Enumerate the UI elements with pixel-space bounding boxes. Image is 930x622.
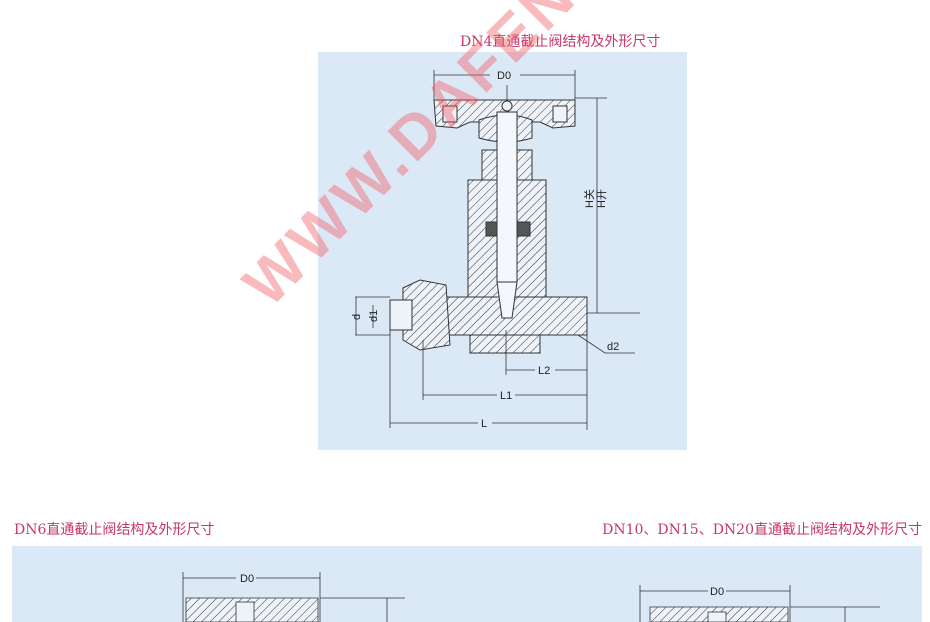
dn10-20-title: DN10、DN15、DN20直通截止阀结构及外形尺寸: [602, 522, 922, 538]
h-open-label: H开: [596, 189, 608, 208]
dn6-title: DN6直通截止阀结构及外形尺寸: [14, 522, 215, 538]
dn6-valve-partial: [182, 572, 405, 622]
h-close-label: H关: [582, 189, 596, 208]
dn10-20-valve-partial: [639, 585, 880, 622]
dn4-title: DN4直通截止阀结构及外形尺寸: [460, 34, 661, 50]
l1-label: L1: [500, 390, 512, 402]
l-label: L: [481, 418, 487, 430]
d1-label: d1: [368, 310, 380, 322]
d-label: d: [351, 314, 363, 320]
dimension-lines: [355, 70, 640, 430]
dn10-20-d0-label: D0: [710, 586, 724, 598]
dn4-valve-section: [389, 99, 588, 354]
d0-label: D0: [497, 70, 511, 82]
l2-label: L2: [538, 365, 550, 377]
dn6-d0-label: D0: [240, 573, 254, 585]
d2-label: d2: [607, 341, 619, 353]
